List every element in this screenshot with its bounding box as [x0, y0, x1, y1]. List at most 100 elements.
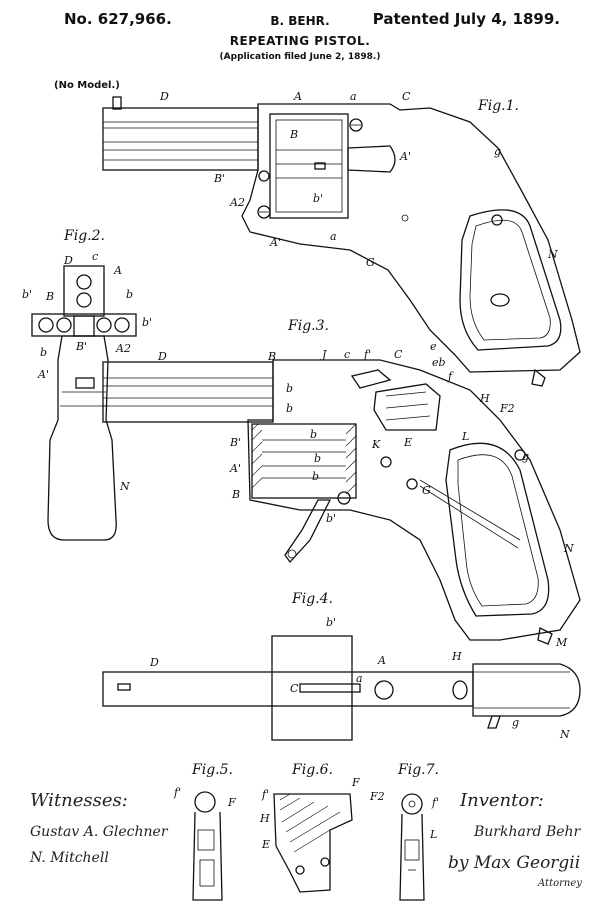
fig2-label: c: [92, 250, 98, 263]
fig2-label: N: [119, 480, 130, 493]
fig4-label: D: [149, 656, 159, 669]
inventor-heading: Inventor:: [459, 790, 544, 811]
fig3-label: J: [320, 348, 327, 361]
fig6-drawing: [273, 793, 353, 893]
fig2-label: A2: [115, 342, 131, 355]
patent-title: REPEATING PISTOL.: [229, 34, 371, 48]
fig1-label: N: [547, 248, 558, 261]
fig1-label: A': [399, 150, 411, 163]
fig3-label: F2: [499, 402, 515, 415]
fig3-label: K: [371, 438, 381, 451]
fig3-label: f': [363, 348, 371, 361]
fig7-drawing: [399, 793, 425, 901]
fig4-label: b': [326, 616, 336, 629]
fig1-labels: Fig.1. D A a C B A' g B' A2 b' A' a G N: [159, 90, 558, 269]
fig3-label: b: [314, 452, 321, 465]
patent-date: Patented July 4, 1899.: [372, 10, 560, 28]
fig3-label: f: [447, 370, 454, 383]
fig3-label: C: [394, 348, 403, 361]
fig5-title: Fig.5.: [191, 762, 233, 778]
fig7-title: Fig.7.: [397, 762, 439, 778]
fig2-label: A: [113, 264, 122, 277]
fig3-label: g: [522, 450, 529, 463]
fig1-label: a: [350, 90, 357, 103]
fig1-label: A: [293, 90, 302, 103]
fig1-label: B': [213, 172, 225, 185]
fig1-label: B: [289, 128, 298, 141]
fig3-label: b: [312, 470, 319, 483]
fig3-label: L: [461, 430, 469, 443]
fig2-label: b': [142, 316, 152, 329]
fig3-label: D: [157, 350, 167, 363]
fig7-label: f': [431, 796, 439, 809]
fig2-title: Fig.2.: [63, 228, 105, 244]
fig2-label: A': [37, 368, 49, 381]
fig3-label: A': [229, 462, 241, 475]
fig4-title: Fig.4.: [291, 591, 333, 607]
fig1-label: b': [313, 192, 323, 205]
fig6-label: E: [261, 838, 270, 851]
fig2-label: B: [45, 290, 54, 303]
fig5-label: f': [173, 786, 181, 799]
fig4-label: g: [512, 716, 519, 729]
patent-number: No. 627,966.: [64, 10, 172, 28]
application-date: (Application filed June 2, 1898.): [219, 52, 381, 62]
fig4-drawing: [102, 635, 581, 741]
fig1-label: D: [159, 90, 169, 103]
fig3-drawing: [102, 359, 581, 645]
fig7-label: L: [429, 828, 437, 841]
fig3-labels: Fig.3. B J c f' C e eb f D b b b H F2 B'…: [157, 318, 574, 649]
fig2-label: b': [22, 288, 32, 301]
attorney-label: Attorney: [537, 878, 582, 889]
fig1-drawing: [102, 96, 581, 387]
fig3-label: B: [267, 350, 276, 363]
fig1-title: Fig.1.: [477, 98, 519, 114]
fig3-label: c: [344, 348, 350, 361]
fig3-label: E: [403, 436, 412, 449]
fig1-label: g: [494, 145, 501, 158]
fig3-label: M: [555, 636, 568, 649]
fig4-label: C: [290, 682, 299, 695]
fig5-drawing: [192, 791, 223, 901]
fig6-label: F2: [369, 790, 385, 803]
fig1-label: a: [330, 230, 337, 243]
fig6-label: F: [351, 776, 360, 789]
fig2-drawing: [31, 265, 137, 541]
fig3-label: H: [479, 392, 490, 405]
fig5-labels: Fig.5. f' F: [173, 762, 236, 809]
signature-block: Witnesses: Gustav A. Glechner N. Mitchel…: [29, 790, 582, 889]
fig2-label: D: [63, 254, 73, 267]
fig3-label: b': [326, 512, 336, 525]
witness-signature-1: Gustav A. Glechner: [30, 824, 169, 840]
fig5-label: F: [227, 796, 236, 809]
fig3-title: Fig.3.: [287, 318, 329, 334]
fig4-labels: Fig.4. b' D H A C a g N: [149, 591, 570, 741]
fig4-label: a: [356, 672, 363, 685]
fig3-label: b: [286, 382, 293, 395]
fig3-label: B: [231, 488, 240, 501]
fig1-label: C: [402, 90, 411, 103]
fig6-labels: Fig.6. F f' F2 H E: [259, 762, 385, 851]
fig3-label: G: [422, 484, 431, 497]
fig3-label: b: [286, 402, 293, 415]
fig4-label: A: [377, 654, 386, 667]
inventor-signature: Burkhard Behr: [473, 824, 582, 840]
fig2-label: b: [126, 288, 133, 301]
witnesses-heading: Witnesses:: [30, 790, 128, 811]
fig2-labels: Fig.2. D c A b' B b b' b B' A2 A' N: [22, 228, 152, 493]
fig7-labels: Fig.7. f' L: [397, 762, 439, 841]
fig3-label: b: [310, 428, 317, 441]
fig6-label: H: [259, 812, 270, 825]
fig4-label: N: [559, 728, 570, 741]
fig3-label: e: [430, 340, 437, 353]
witness-signature-2: N. Mitchell: [29, 850, 109, 866]
fig6-title: Fig.6.: [291, 762, 333, 778]
no-model-note: (No Model.): [54, 80, 120, 91]
fig1-label: A2: [229, 196, 245, 209]
fig3-label: B': [229, 436, 241, 449]
attorney-signature: by Max Georgii: [448, 853, 580, 873]
fig3-label: N: [563, 542, 574, 555]
fig3-label: eb: [432, 356, 446, 369]
fig6-label: f': [261, 788, 269, 801]
